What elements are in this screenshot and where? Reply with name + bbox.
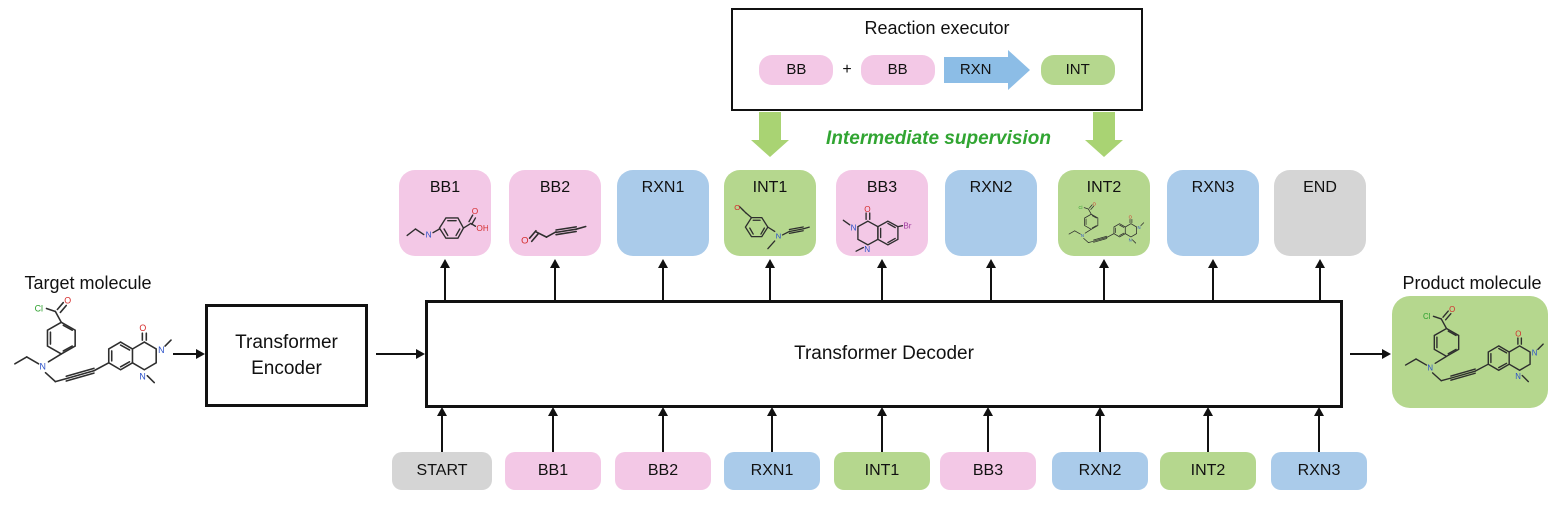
output-token-rxn1-label: RXN1 (641, 179, 685, 196)
target-molecule-label: Target molecule (24, 273, 152, 293)
decoder-output-arrow-rxn3 (1207, 259, 1218, 300)
executor-int-pill: INT (1040, 55, 1115, 85)
bb2-molecule-image: O (521, 225, 587, 246)
output-token-end-label: END (1303, 179, 1337, 196)
transformer-decoder-box: Transformer Decoder (425, 300, 1343, 408)
decoder-output-arrow-end (1314, 259, 1325, 300)
output-token-end: END (1274, 170, 1366, 256)
executor-rxn-label: RXN (943, 57, 1008, 83)
input-arrow-start (436, 407, 447, 452)
output-token-bb1: BB1 N O OH (399, 170, 491, 256)
reaction-executor-title: Reaction executor (864, 18, 1010, 38)
product-molecule-label: Product molecule (1402, 273, 1542, 293)
reaction-executor-box: Reaction executor BB + BB RXN INT (731, 8, 1143, 111)
transformer-encoder-label: Transformer Encoder (235, 331, 338, 379)
intermediate-supervision-arrow-right (1085, 112, 1123, 157)
transformer-decoder-label: Transformer Decoder (794, 343, 974, 364)
decoder-output-arrow-bb2 (549, 259, 560, 300)
svg-text:Br: Br (903, 221, 911, 230)
input-arrow-bb3 (982, 407, 993, 452)
input-token-bb3: BB3 (940, 452, 1036, 490)
output-token-bb2: BB2 O (509, 170, 601, 256)
svg-text:N: N (776, 231, 782, 240)
output-token-rxn2-label: RXN2 (969, 179, 1013, 196)
input-arrow-bb2 (657, 407, 668, 452)
input-token-start: START (392, 452, 492, 490)
input-token-rxn3: RXN3 (1271, 452, 1367, 490)
output-token-rxn3-label: RXN3 (1191, 179, 1235, 196)
decoder-output-arrow-int2 (1098, 259, 1109, 300)
input-token-bb1: BB1 (505, 452, 601, 490)
executor-rxn-arrowhead (1007, 50, 1030, 90)
input-arrow-bb1 (547, 407, 558, 452)
reaction-executor-row: BB + BB RXN INT (733, 50, 1141, 90)
input-token-bb2: BB2 (615, 452, 711, 490)
int1-molecule-image: O N (734, 203, 810, 250)
plus-sign: + (842, 61, 852, 78)
input-token-int1: INT1 (834, 452, 930, 490)
product-molecule-box (1392, 296, 1548, 408)
svg-text:OH: OH (476, 223, 488, 233)
bb3-molecule-image: O N N Br (842, 205, 912, 253)
input-token-rxn2: RXN2 (1052, 452, 1148, 490)
svg-text:N: N (426, 229, 432, 239)
transformer-encoder-box: Transformer Encoder (205, 304, 368, 407)
output-token-rxn1: RXN1 (617, 170, 709, 256)
svg-text:O: O (864, 205, 870, 214)
executor-rxn-arrow: RXN (943, 50, 1032, 90)
output-token-bb3-label: BB3 (866, 179, 898, 196)
input-arrow-rxn1 (766, 407, 777, 452)
bb1-molecule-image: N O OH (406, 206, 488, 239)
input-token-rxn1: RXN1 (724, 452, 820, 490)
input-arrow-int1 (876, 407, 887, 452)
input-arrow-rxn2 (1094, 407, 1105, 452)
target-molecule-image (14, 294, 172, 384)
decoder-output-arrow-bb3 (876, 259, 887, 300)
product-molecule-image (1404, 304, 1544, 383)
decoder-output-arrow-int1 (764, 259, 775, 300)
target-to-encoder-arrow (173, 348, 205, 359)
decoder-to-product-arrow (1350, 348, 1391, 359)
encoder-to-decoder-arrow (376, 348, 425, 359)
svg-text:N: N (851, 223, 857, 232)
executor-bb-pill-2: BB (860, 55, 935, 85)
output-token-int2: INT2 (1058, 170, 1150, 256)
output-token-rxn3: RXN3 (1167, 170, 1259, 256)
svg-text:N: N (864, 245, 870, 253)
input-arrow-rxn3 (1313, 407, 1324, 452)
input-arrow-int2 (1202, 407, 1213, 452)
decoder-output-arrow-rxn2 (985, 259, 996, 300)
executor-bb-pill-1: BB (759, 55, 834, 85)
int2-molecule-image (1068, 201, 1145, 244)
output-token-int1: INT1 O N (724, 170, 816, 256)
output-token-bb2-label: BB2 (539, 179, 571, 196)
output-token-int2-label: INT2 (1086, 179, 1122, 196)
svg-text:O: O (472, 206, 479, 216)
decoder-output-arrow-bb1 (439, 259, 450, 300)
decoder-output-arrow-rxn1 (657, 259, 668, 300)
output-token-int1-label: INT1 (752, 179, 788, 196)
output-token-bb3: BB3 O N N Br (836, 170, 928, 256)
output-token-bb1-label: BB1 (429, 179, 461, 196)
intermediate-supervision-arrow-left (751, 112, 789, 157)
output-token-rxn2: RXN2 (945, 170, 1037, 256)
svg-text:O: O (734, 203, 740, 212)
input-token-int2: INT2 (1160, 452, 1256, 490)
intermediate-supervision-label: Intermediate supervision (826, 128, 1051, 149)
svg-text:O: O (521, 235, 528, 246)
